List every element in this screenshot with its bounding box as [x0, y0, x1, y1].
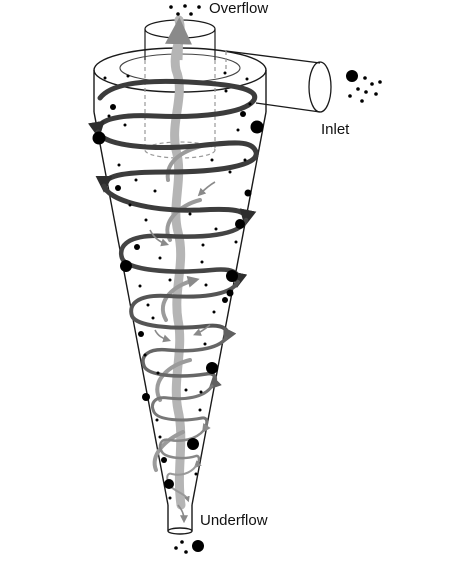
spiral-turn-8: [158, 428, 206, 469]
particles: [92, 4, 382, 554]
cone-wall-right: [191, 111, 267, 506]
inlet-pipe: [225, 50, 332, 113]
spiral-turn-2: [95, 129, 259, 193]
spiral-turn-4: [118, 217, 249, 289]
spiral-turn-9: [166, 465, 197, 503]
overflow-label: Overflow: [209, 0, 269, 17]
inlet-opening: [308, 61, 332, 113]
spigot-rim: [167, 527, 193, 535]
core-upflow: [170, 15, 186, 510]
spiral-turn-5: [129, 280, 240, 344]
spiral-turn-7: [151, 384, 214, 433]
spiral-turn-1: [87, 78, 258, 139]
spiral-turn-3: [101, 183, 257, 227]
spiral-turn-6: [141, 336, 228, 390]
underflow-label: Underflow: [200, 512, 268, 529]
spigot: [167, 505, 193, 531]
outer-downward-spiral: [87, 78, 259, 503]
inlet-label: Inlet: [321, 121, 350, 138]
core-upflow-arrow: [165, 17, 192, 61]
eddy-arrows: [149, 181, 216, 524]
